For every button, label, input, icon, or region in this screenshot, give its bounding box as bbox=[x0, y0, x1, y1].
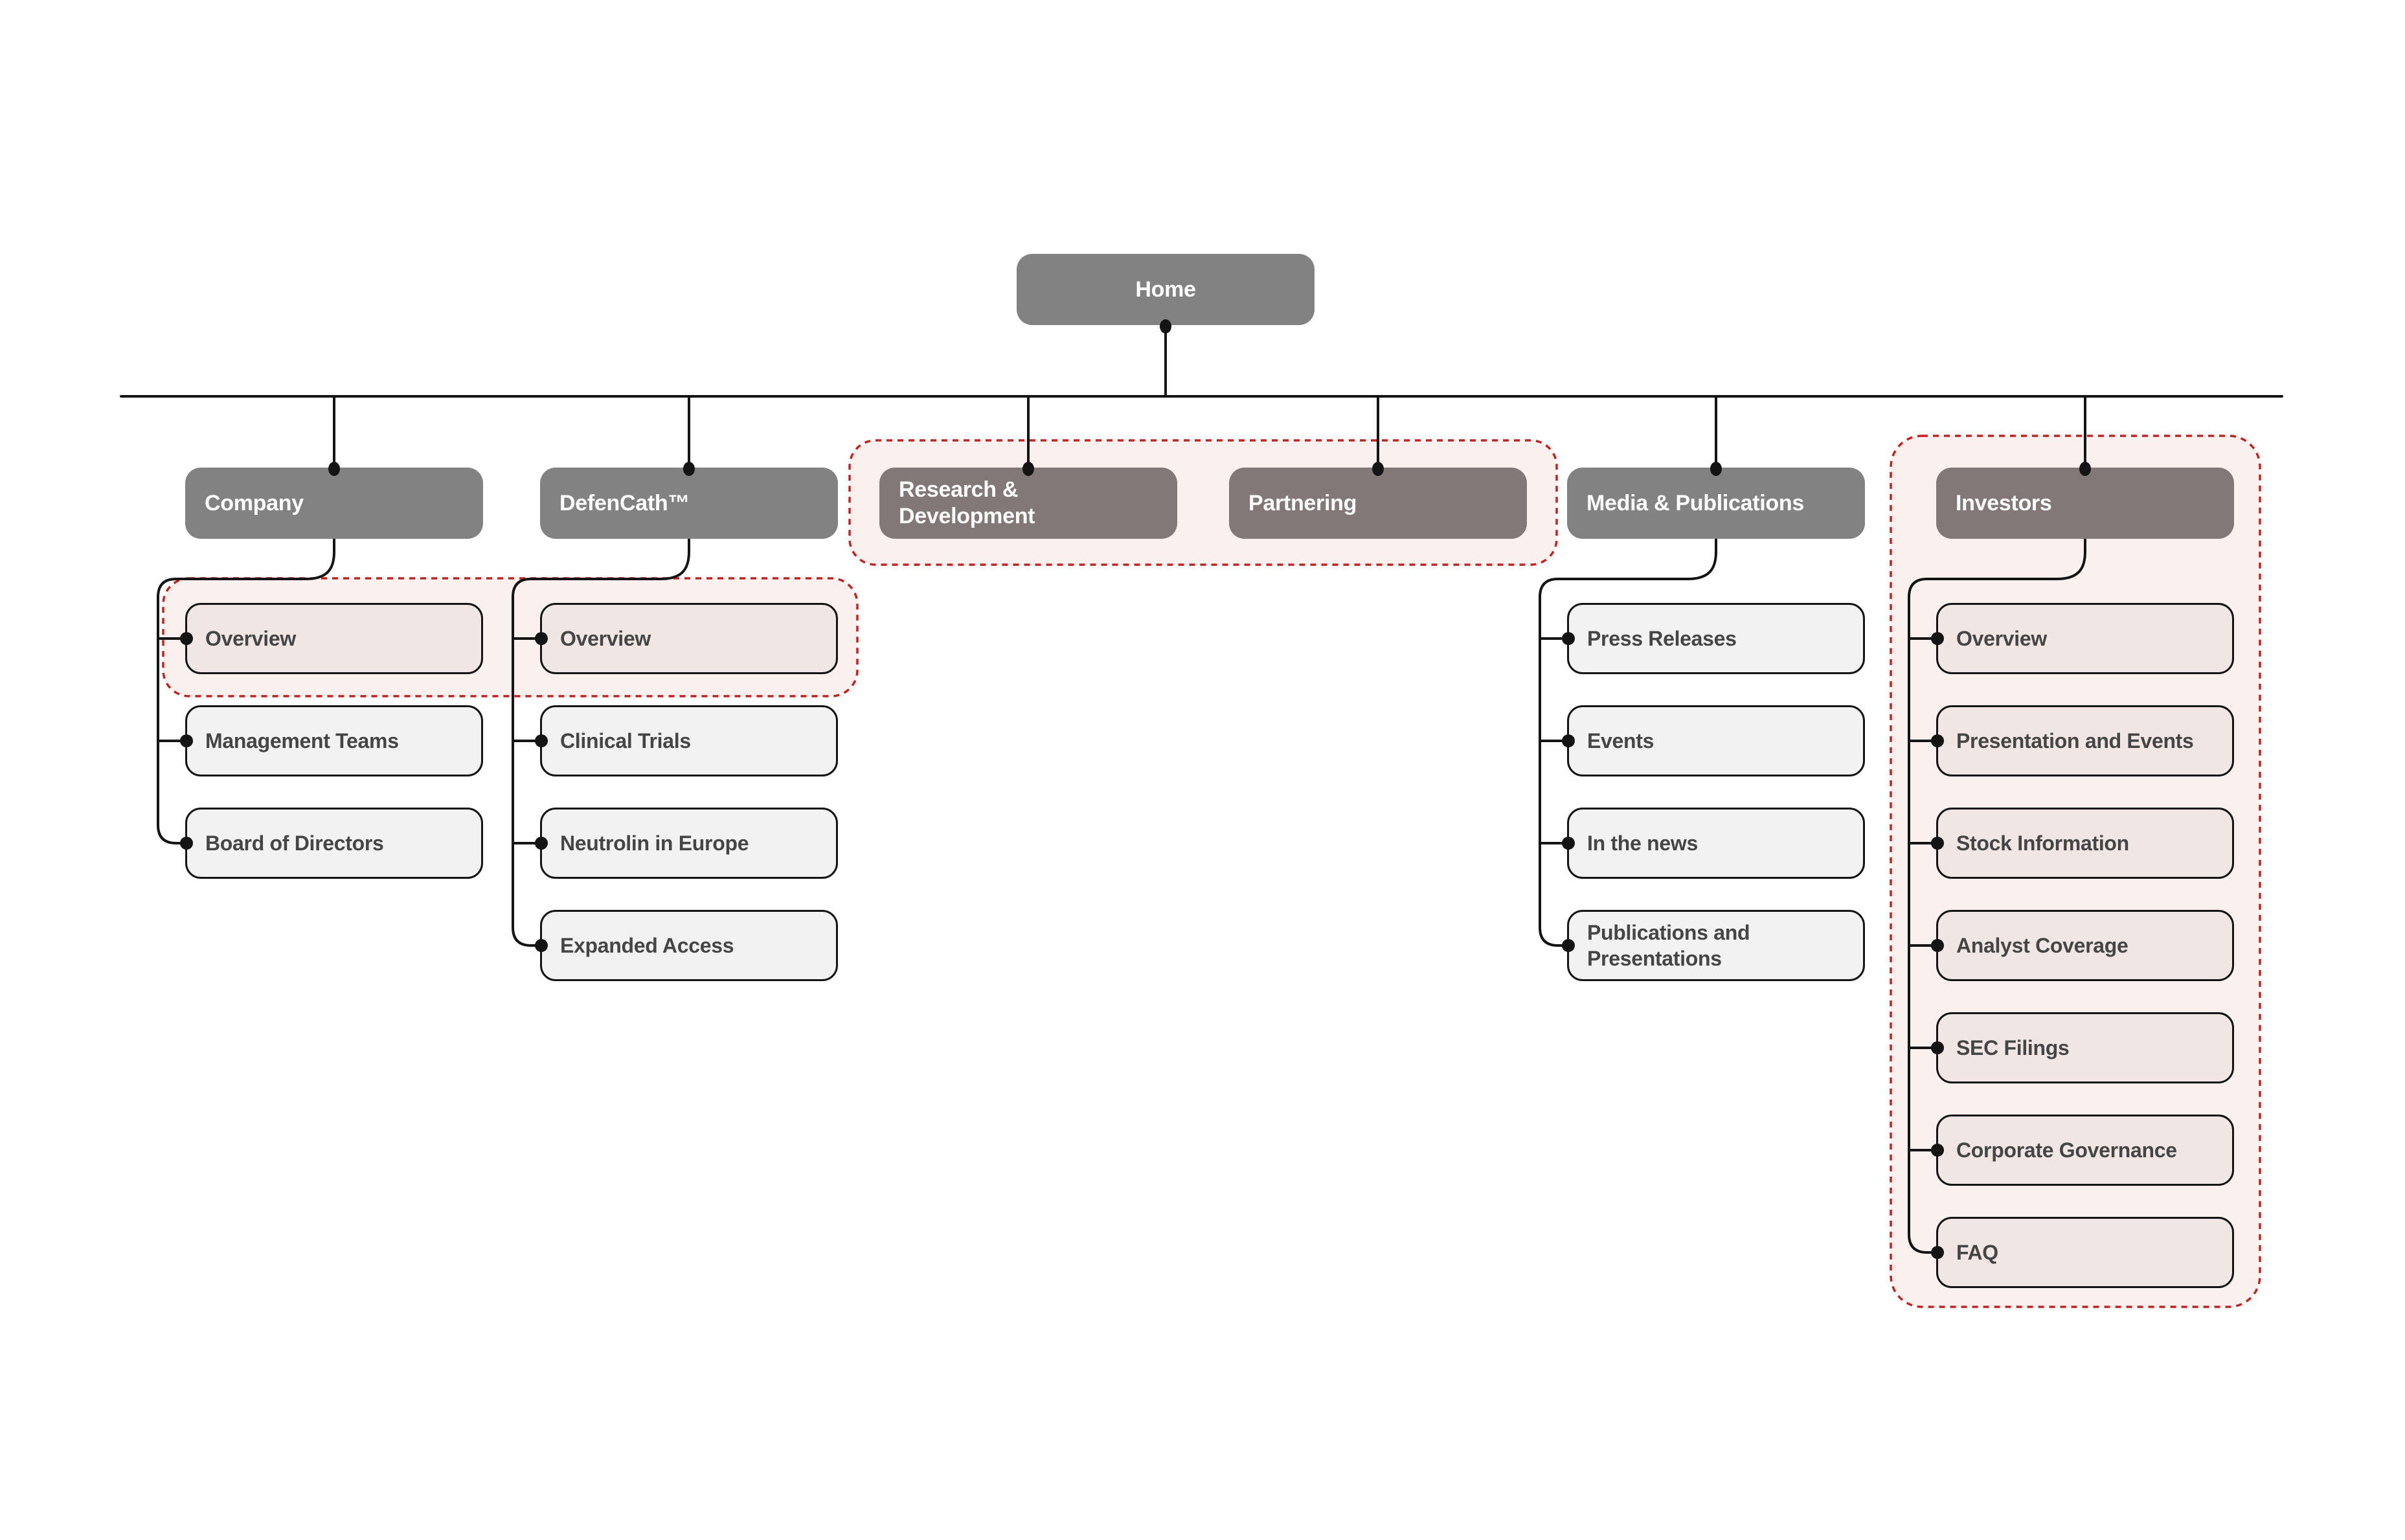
node-analyst-coverage[interactable]: Analyst Coverage bbox=[1936, 910, 2234, 981]
connector-media-trunk bbox=[1539, 538, 1717, 947]
node-investors-overview[interactable]: Overview bbox=[1936, 603, 2234, 674]
node-management-teams-label: Management Teams bbox=[205, 729, 399, 753]
node-defencath-overview-label: Overview bbox=[560, 627, 651, 650]
node-company[interactable]: Company bbox=[185, 468, 483, 539]
node-neutrolin-in-europe[interactable]: Neutrolin in Europe bbox=[540, 808, 838, 879]
node-corporate-governance[interactable]: Corporate Governance bbox=[1936, 1115, 2234, 1186]
node-media-publications[interactable]: Media & Publications bbox=[1567, 468, 1865, 539]
node-management-teams[interactable]: Management Teams bbox=[185, 705, 483, 776]
node-investors[interactable]: Investors bbox=[1936, 468, 2234, 539]
node-expanded-access[interactable]: Expanded Access bbox=[540, 910, 838, 981]
node-defencath-overview[interactable]: Overview bbox=[540, 603, 838, 674]
node-board-of-directors[interactable]: Board of Directors bbox=[185, 808, 483, 879]
node-research-development[interactable]: Research & Development bbox=[879, 468, 1177, 539]
node-faq[interactable]: FAQ bbox=[1936, 1217, 2234, 1288]
node-sec-filings[interactable]: SEC Filings bbox=[1936, 1012, 2234, 1083]
node-home-label: Home bbox=[1135, 277, 1196, 302]
node-analyst-coverage-label: Analyst Coverage bbox=[1956, 934, 2128, 957]
node-company-label: Company bbox=[205, 490, 304, 515]
node-stock-information[interactable]: Stock Information bbox=[1936, 808, 2234, 879]
node-investors-overview-label: Overview bbox=[1956, 627, 2047, 650]
connector-company-trunk bbox=[157, 538, 335, 844]
node-faq-label: FAQ bbox=[1956, 1241, 1998, 1264]
node-press-releases-label: Press Releases bbox=[1587, 627, 1737, 650]
connector-defencath-trunk bbox=[512, 538, 690, 947]
node-corporate-governance-label: Corporate Governance bbox=[1956, 1138, 2177, 1162]
node-in-the-news[interactable]: In the news bbox=[1567, 808, 1865, 879]
node-partnering[interactable]: Partnering bbox=[1229, 468, 1527, 539]
node-publications-and-presentations-label: Publications and Presentations bbox=[1587, 921, 1750, 970]
node-home[interactable]: Home bbox=[1017, 254, 1315, 325]
node-media-publications-label: Media & Publications bbox=[1586, 490, 1804, 515]
node-research-development-label: Research & Development bbox=[899, 477, 1035, 528]
node-stock-information-label: Stock Information bbox=[1956, 832, 2129, 855]
node-defencath[interactable]: DefenCath™ bbox=[540, 468, 838, 539]
node-publications-and-presentations[interactable]: Publications and Presentations bbox=[1567, 910, 1865, 981]
node-company-overview-label: Overview bbox=[205, 627, 296, 650]
node-board-of-directors-label: Board of Directors bbox=[205, 832, 384, 855]
node-sec-filings-label: SEC Filings bbox=[1956, 1036, 2070, 1059]
node-events[interactable]: Events bbox=[1567, 705, 1865, 776]
node-clinical-trials-label: Clinical Trials bbox=[560, 729, 691, 753]
node-expanded-access-label: Expanded Access bbox=[560, 934, 734, 957]
node-presentation-and-events-label: Presentation and Events bbox=[1956, 729, 2194, 753]
node-company-overview[interactable]: Overview bbox=[185, 603, 483, 674]
node-neutrolin-in-europe-label: Neutrolin in Europe bbox=[560, 832, 749, 855]
node-defencath-label: DefenCath™ bbox=[559, 490, 690, 515]
node-events-label: Events bbox=[1587, 729, 1654, 753]
connector-investors-trunk bbox=[1908, 538, 2086, 1254]
node-partnering-label: Partnering bbox=[1248, 490, 1357, 515]
node-investors-label: Investors bbox=[1956, 490, 2052, 515]
node-clinical-trials[interactable]: Clinical Trials bbox=[540, 705, 838, 776]
node-in-the-news-label: In the news bbox=[1587, 832, 1698, 855]
node-presentation-and-events[interactable]: Presentation and Events bbox=[1936, 705, 2234, 776]
node-press-releases[interactable]: Press Releases bbox=[1567, 603, 1865, 674]
